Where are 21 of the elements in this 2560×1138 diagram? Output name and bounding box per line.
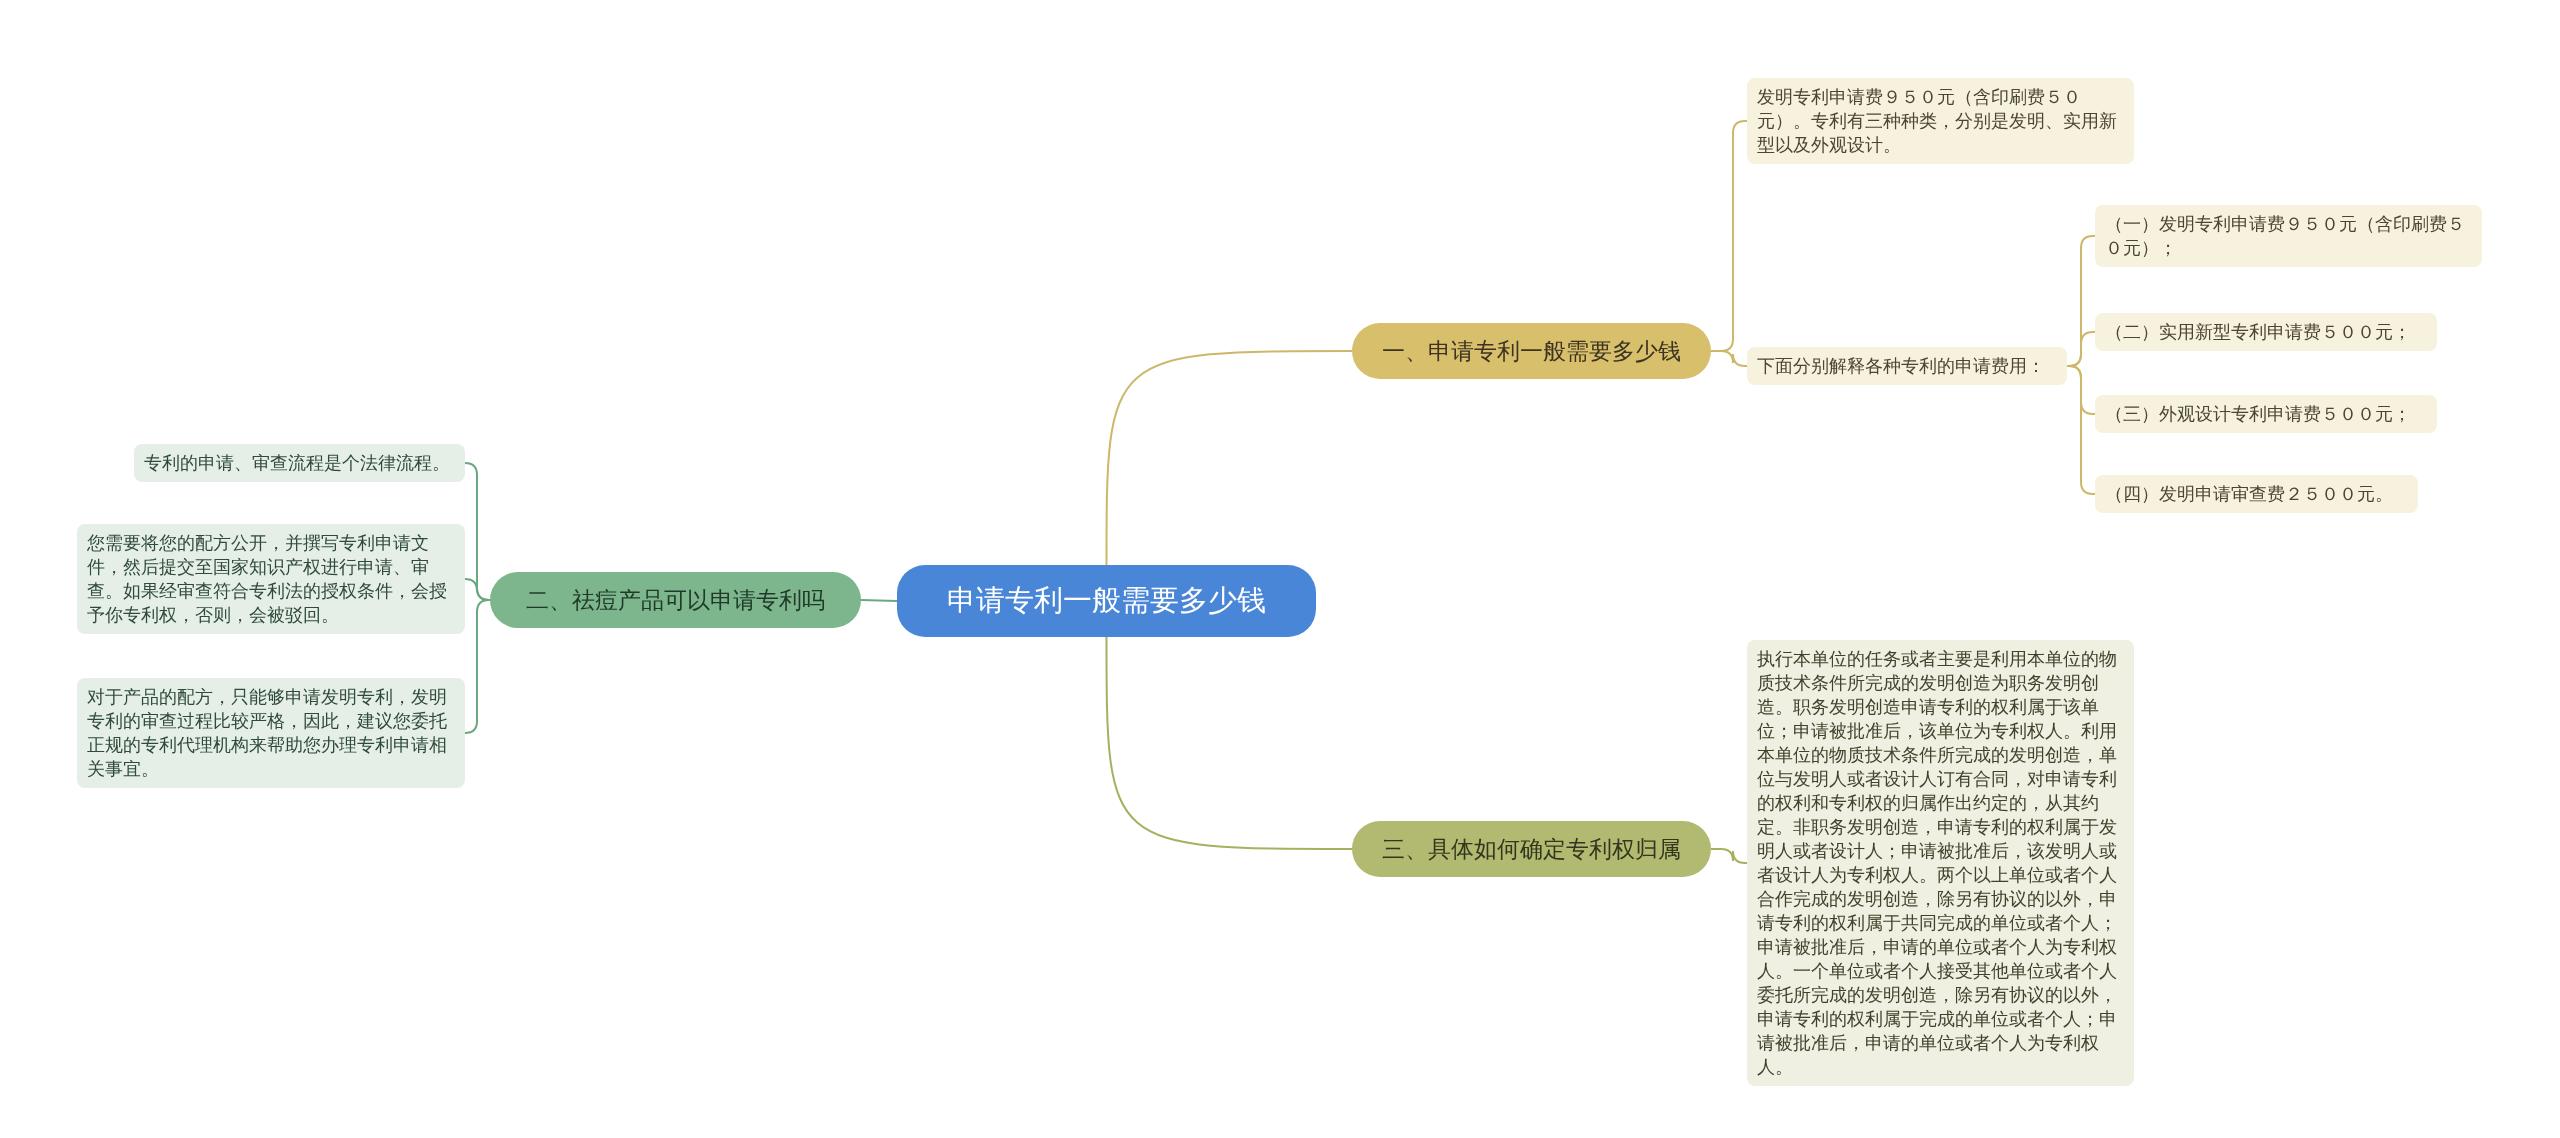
branch-topic: 二、祛痘产品可以申请专利吗: [490, 572, 861, 628]
central-topic: 申请专利一般需要多少钱: [897, 565, 1316, 637]
text-card: 执行本单位的任务或者主要是利用本单位的物质技术条件所完成的发明创造为职务发明创造。职务发明创造申请专利的权利属于该单位；申请被批准后，该单位为专利权人。利用本单位的物质技术条件所完成的发明创造，单位与发明人或者设计人订有合同，对申请专利的权利和专利权的归属作出约定的，从其约定。非职务发明创造，申请专利的权利属于发明人或者设计人；申请被批准后，该发明人或者设计人为专利权人。两个以上单位或者个人合作完成的发明创造，除另有协议的以外，申请专利的权利属于共同完成的单位或者个人；申请被批准后，申请的单位或者个人为专利权人。一个单位或者个人接受其他单位或者个人委托所完成的发明创造，除另有协议的以外，申请专利的权利属于完成的单位或者个人；申请被批准后，申请的单位或者个人为专利权人。: [1747, 640, 2134, 1086]
text-card: 对于产品的配方，只能够申请发明专利，发明专利的审查过程比较严格，因此，建议您委托正规的专利代理机构来帮助您办理专利申请相关事宜。: [77, 678, 465, 788]
branch-topic: 一、申请专利一般需要多少钱: [1352, 323, 1711, 379]
connector-line: [1105, 350, 1353, 566]
text-card: 专利的申请、审查流程是个法律流程。: [134, 444, 465, 482]
connector-line: [1105, 636, 1353, 850]
connector-line: [1710, 350, 1748, 367]
text-card: （四）发明申请审查费２５００元。: [2095, 475, 2418, 513]
connector-line: [2066, 365, 2096, 495]
text-card: 下面分别解释各种专利的申请费用：: [1747, 347, 2067, 385]
text-card: 您需要将您的配方公开，并撰写专利申请文件，然后提交至国家知识产权进行申请、审查。如果经审查符合专利法的授权条件，会授予你专利权，否则，会被驳回。: [77, 524, 465, 634]
connector-line: [464, 599, 491, 734]
text-card: （三）外观设计专利申请费５００元；: [2095, 395, 2437, 433]
text-card: （二）实用新型专利申请费５００元；: [2095, 313, 2437, 351]
text-card: 发明专利申请费９５０元（含印刷费５０元）。专利有三种种类，分别是发明、实用新型以及外观设计。: [1747, 78, 2134, 164]
branch-topic: 三、具体如何确定专利权归属: [1352, 821, 1711, 877]
text-card: （一）发明专利申请费９５０元（含印刷费５０元）；: [2095, 205, 2482, 267]
connector-line: [860, 599, 898, 602]
connector-line: [1710, 848, 1748, 864]
